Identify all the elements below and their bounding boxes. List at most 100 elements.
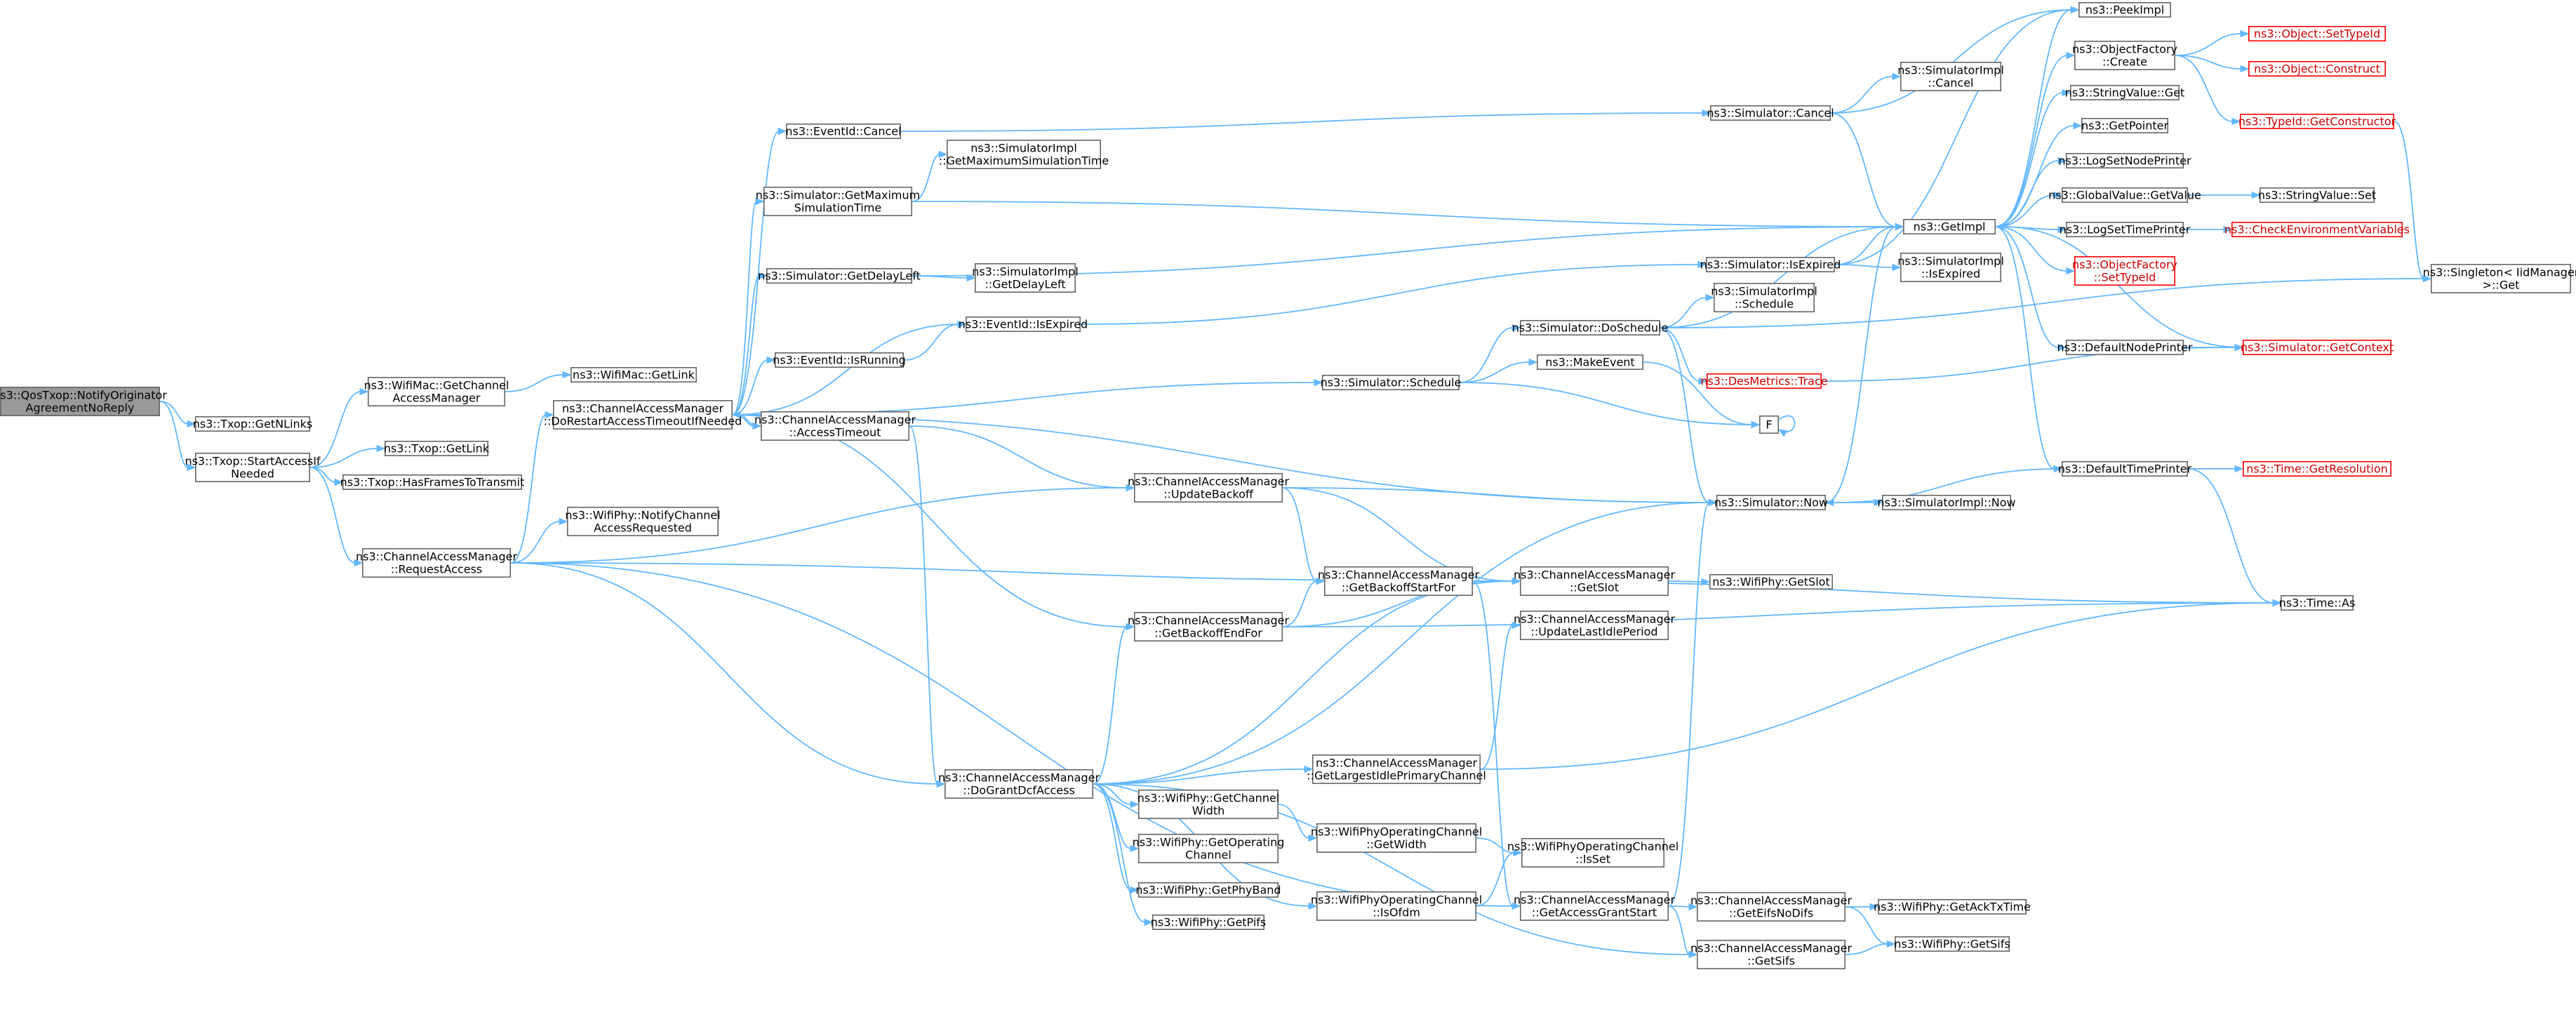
node-sim-getmax[interactable]: ns3::Simulator::GetMaximumSimulationTime bbox=[756, 186, 921, 216]
node-getimpl[interactable]: ns3::GetImpl bbox=[1903, 218, 1996, 234]
node-cam-dorestart[interactable]: ns3::ChannelAccessManager::DoRestartAcce… bbox=[544, 399, 742, 430]
node-object-settypeid[interactable]: ns3::Object::SetTypeId bbox=[2248, 25, 2387, 41]
node-cam-getbackoffstart[interactable]: ns3::ChannelAccessManager::GetBackoffSta… bbox=[1318, 566, 1479, 596]
node-label-line: ns3::SimulatorImpl bbox=[1897, 64, 2004, 77]
edge-sim-doschedule-to-getimpl bbox=[1660, 226, 1897, 328]
node-wpoc-isset[interactable]: ns3::WifiPhyOperatingChannel::IsSet bbox=[1507, 838, 1679, 868]
node-label-line: ns3::Txop::StartAccessIf bbox=[185, 455, 320, 468]
node-root[interactable]: ns3::QosTxop::NotifyOriginatorAgreementN… bbox=[0, 386, 167, 416]
node-label-line: ::RequestAccess bbox=[391, 563, 483, 576]
node-sim-doschedule[interactable]: ns3::Simulator::DoSchedule bbox=[1512, 319, 1669, 335]
node-cam-geteifs[interactable]: ns3::ChannelAccessManager::GetEifsNoDifs bbox=[1690, 892, 1852, 922]
node-cam-accesstimeout[interactable]: ns3::ChannelAccessManager::AccessTimeout bbox=[754, 411, 916, 441]
node-cam-dogrant[interactable]: ns3::ChannelAccessManager::DoGrantDcfAcc… bbox=[938, 769, 1100, 799]
node-checkenvvars[interactable]: ns3::CheckEnvironmentVariables bbox=[2224, 221, 2410, 237]
node-cam-getbackoffend[interactable]: ns3::ChannelAccessManager::GetBackoffEnd… bbox=[1128, 611, 1289, 641]
node-stringvalue-get[interactable]: ns3::StringValue::Get bbox=[2065, 85, 2184, 101]
node-wifiphy-getacktx[interactable]: ns3::WifiPhy::GetAckTxTime bbox=[1874, 899, 2031, 915]
node-cam-requestaccess[interactable]: ns3::ChannelAccessManager::RequestAccess bbox=[356, 547, 517, 578]
node-wpoc-getwidth[interactable]: ns3::WifiPhyOperatingChannel::GetWidth bbox=[1311, 823, 1482, 853]
node-box bbox=[1537, 354, 1644, 370]
node-wifiphy-getpifs[interactable]: ns3::WifiPhy::GetPifs bbox=[1151, 915, 1267, 931]
edge-getimpl-to-defaulttimeprinter bbox=[1995, 226, 2055, 470]
node-wifimac-getlink[interactable]: ns3::WifiMac::GetLink bbox=[570, 366, 697, 383]
node-simimpl-cancel[interactable]: ns3::SimulatorImpl::Cancel bbox=[1897, 62, 2004, 92]
node-simimpl-schedule[interactable]: ns3::SimulatorImpl::Schedule bbox=[1711, 282, 1817, 312]
edge-root-to-txop-startaccess bbox=[159, 401, 189, 468]
node-sim-getdelayleft[interactable]: ns3::Simulator::GetDelayLeft bbox=[758, 267, 921, 284]
node-cam-getlargest[interactable]: ns3::ChannelAccessManager::GetLargestIdl… bbox=[1307, 754, 1486, 785]
node-desmetrics-trace[interactable]: ns3::DesMetrics::Trace bbox=[1700, 373, 1828, 389]
edge-arrowhead bbox=[2066, 51, 2076, 60]
node-sim-now[interactable]: ns3::Simulator::Now bbox=[1714, 494, 1828, 510]
edge-cam-getaccessgrant-to-cam-getsifs bbox=[1668, 905, 1690, 955]
node-box bbox=[2066, 153, 2184, 169]
node-defaulttimeprinter[interactable]: ns3::DefaultTimePrinter bbox=[2058, 460, 2192, 477]
edge-arrowhead bbox=[1708, 498, 1718, 507]
node-simimpl-isexpired[interactable]: ns3::SimulatorImpl::IsExpired bbox=[1897, 252, 2004, 282]
node-label-line: ::GetSlot bbox=[1570, 581, 1619, 594]
node-typeid-getconstructor[interactable]: ns3::TypeId::GetConstructor bbox=[2238, 114, 2396, 130]
edge-sim-doschedule-to-sim-now bbox=[1660, 327, 1710, 503]
node-getpointer[interactable]: ns3::GetPointer bbox=[2081, 118, 2169, 134]
node-box bbox=[194, 452, 310, 482]
node-cam-updatelastidle[interactable]: ns3::ChannelAccessManager::UpdateLastIdl… bbox=[1514, 610, 1675, 640]
edge-getimpl-to-defaultnodeprinter bbox=[1995, 226, 2060, 348]
node-wifiphy-getslot[interactable]: ns3::WifiPhy::GetSlot bbox=[1709, 573, 1834, 590]
node-simimpl-now[interactable]: ns3::SimulatorImpl::Now bbox=[1877, 494, 2016, 510]
node-simimpl-getdelayleft[interactable]: ns3::SimulatorImpl::GetDelayLeft bbox=[972, 262, 1079, 293]
node-wifiphy-notify[interactable]: ns3::WifiPhy::NotifyChannelAccessRequest… bbox=[565, 506, 721, 536]
node-cam-getslot[interactable]: ns3::ChannelAccessManager::GetSlot bbox=[1514, 566, 1675, 596]
node-cam-getaccessgrant[interactable]: ns3::ChannelAccessManager::GetAccessGran… bbox=[1514, 891, 1675, 922]
edge-cam-dogrant-to-wifiphy-getopch bbox=[1093, 783, 1132, 849]
node-box bbox=[1138, 882, 1279, 898]
edge-arrowhead bbox=[1892, 263, 1902, 272]
edge-arrowhead bbox=[766, 356, 776, 364]
node-sim-isexpired[interactable]: ns3::Simulator::IsExpired bbox=[1700, 256, 1841, 272]
node-simimpl-getmax[interactable]: ns3::SimulatorImpl::GetMaximumSimulation… bbox=[939, 140, 1109, 170]
node-eventid-cancel[interactable]: ns3::EventId::Cancel bbox=[785, 124, 902, 140]
node-sim-getcontext[interactable]: ns3::Simulator::GetContext bbox=[2241, 339, 2394, 355]
node-time-getresolution[interactable]: ns3::Time::GetResolution bbox=[2243, 460, 2392, 477]
node-txop-getnlinks[interactable]: ns3::Txop::GetNLinks bbox=[193, 415, 313, 432]
node-txop-getlink[interactable]: ns3::Txop::GetLink bbox=[384, 440, 490, 456]
node-logsettimeprinter[interactable]: ns3::LogSetTimePrinter bbox=[2060, 221, 2191, 237]
node-time-as[interactable]: ns3::Time::As bbox=[2279, 594, 2356, 611]
node-globalvalue-getvalue[interactable]: ns3::GlobalValue::GetValue bbox=[2048, 187, 2201, 203]
node-peekimpl[interactable]: ns3::PeekImpl bbox=[2078, 1, 2172, 18]
edge-arrowhead bbox=[957, 320, 967, 328]
node-cam-getsifs[interactable]: ns3::ChannelAccessManager::GetSifs bbox=[1690, 940, 1852, 970]
node-makeevent[interactable]: ns3::MakeEvent bbox=[1537, 354, 1644, 370]
edge-cam-getbackoffend-to-time-as bbox=[1282, 602, 2274, 627]
node-txop-hasframes[interactable]: ns3::Txop::HasFramesToTransmit bbox=[340, 474, 525, 490]
node-wifiphy-getsifs[interactable]: ns3::WifiPhy::GetSifs bbox=[1894, 936, 2010, 952]
node-singleton-get[interactable]: ns3::Singleton< IidManager>::Get bbox=[2423, 263, 2576, 293]
edge-cam-getsifs-to-wifiphy-getsifs bbox=[1845, 943, 1888, 955]
node-label-line: ::Cancel bbox=[1928, 77, 1974, 90]
node-object-construct[interactable]: ns3::Object::Construct bbox=[2248, 61, 2387, 77]
node-objfactory-create[interactable]: ns3::ObjectFactory::Create bbox=[2072, 40, 2177, 71]
node-logsetnodeprinter[interactable]: ns3::LogSetNodePrinter bbox=[2058, 153, 2191, 169]
node-wifiphy-getphyband[interactable]: ns3::WifiPhy::GetPhyBand bbox=[1135, 882, 1281, 898]
node-objfactory-settypeid[interactable]: ns3::ObjectFactory::SetTypeId bbox=[2072, 255, 2177, 286]
node-sim-schedule[interactable]: ns3::Simulator::Schedule bbox=[1321, 374, 1462, 390]
node-wpoc-isofdm[interactable]: ns3::WifiPhyOperatingChannel::IsOfdm bbox=[1311, 891, 1482, 922]
node-eventid-isexpired[interactable]: ns3::EventId::IsExpired bbox=[959, 316, 1088, 332]
node-box bbox=[966, 316, 1081, 332]
edge-sim-getdelayleft-to-getimpl bbox=[912, 226, 1897, 277]
node-sim-cancel[interactable]: ns3::Simulator::Cancel bbox=[1707, 105, 1834, 121]
node-eventid-isrunning[interactable]: ns3::EventId::IsRunning bbox=[773, 352, 906, 368]
node-label-line: ::AccessTimeout bbox=[789, 426, 881, 439]
node-f[interactable]: F bbox=[1759, 415, 1780, 434]
edge-arrowhead bbox=[1314, 378, 1323, 387]
node-defaultnodeprinter[interactable]: ns3::DefaultNodePrinter bbox=[2057, 339, 2193, 355]
node-cam-updatebackoff[interactable]: ns3::ChannelAccessManager::UpdateBackoff bbox=[1128, 472, 1289, 503]
node-label-line: ::UpdateLastIdlePeriod bbox=[1530, 625, 1657, 639]
node-stringvalue-set[interactable]: ns3::StringValue::Set bbox=[2258, 187, 2376, 203]
edge-cam-dogrant-to-wifiphy-getpifs bbox=[1093, 783, 1146, 923]
edge-arrowhead bbox=[1511, 324, 1521, 332]
